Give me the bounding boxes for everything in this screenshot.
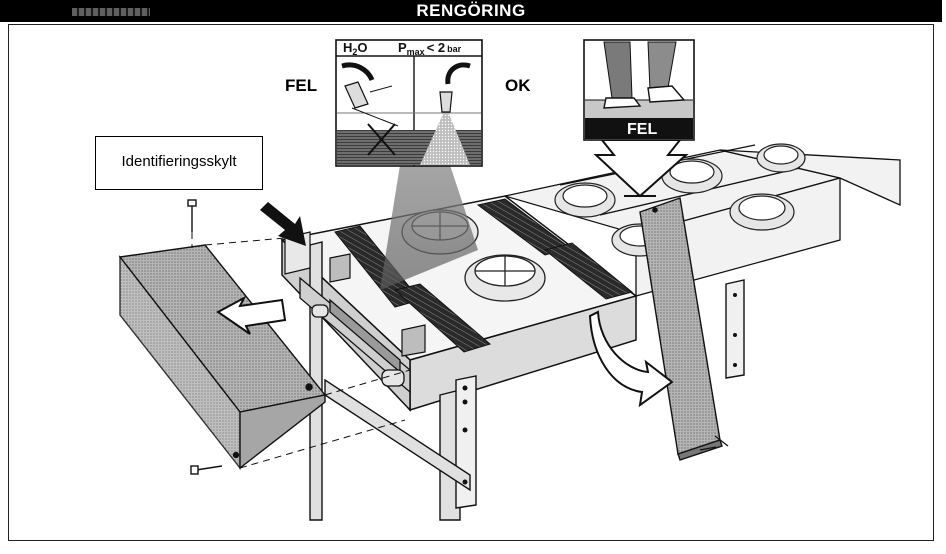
support-legs bbox=[309, 241, 745, 521]
identification-pointer-arrow bbox=[260, 202, 306, 246]
remove-right-panel-arrow bbox=[588, 310, 674, 408]
wrong-spray-label: FEL bbox=[285, 76, 318, 95]
cropped-header-text-fragment bbox=[72, 8, 150, 16]
dashed-guide-lines bbox=[191, 232, 411, 469]
right-panel-screws bbox=[699, 435, 729, 451]
svg-text:H2O: H2O bbox=[343, 40, 368, 57]
header-pipes bbox=[299, 276, 411, 394]
no-step-inset-box bbox=[583, 39, 695, 141]
leg-bolt-holes bbox=[462, 293, 737, 485]
spray-inset-box bbox=[335, 39, 483, 167]
spray-beams bbox=[380, 165, 478, 290]
panel-screws bbox=[187, 199, 223, 475]
identification-plate-label: Identifieringsskylt bbox=[95, 136, 263, 190]
remove-panel-arrow bbox=[216, 295, 287, 335]
electrical-box bbox=[284, 231, 426, 357]
correct-spray-label: OK bbox=[505, 76, 531, 95]
coil-mesh bbox=[334, 198, 634, 353]
side-cover-panel bbox=[118, 244, 327, 471]
no-step-arrow bbox=[593, 139, 689, 198]
diagram-frame bbox=[8, 24, 934, 541]
page-title: RENGÖRING bbox=[0, 0, 942, 22]
no-step-wrong-label: FEL bbox=[627, 121, 658, 138]
